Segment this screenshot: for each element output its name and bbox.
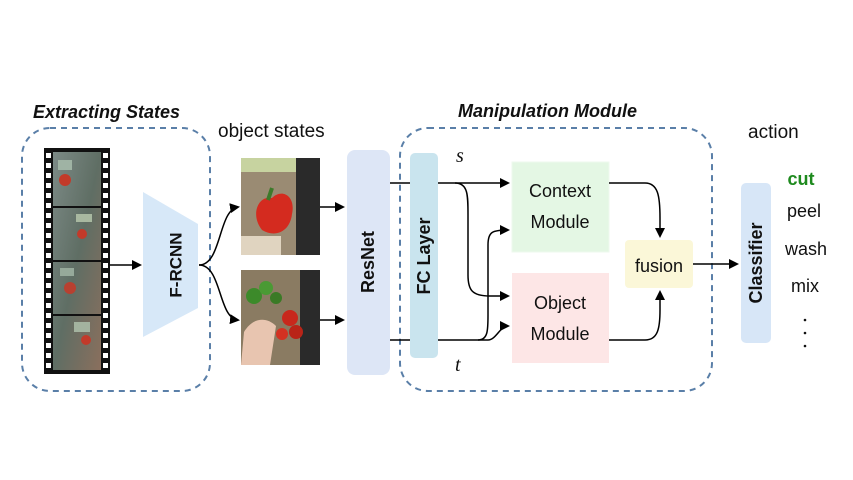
- object-module-label-line1: Object: [534, 293, 586, 313]
- fc-layer-block: [410, 153, 438, 358]
- frcnn-label: F-RCNN: [166, 232, 185, 297]
- arrow-context-to-fusion: [609, 182, 665, 238]
- resnet-label: ResNet: [358, 231, 378, 293]
- action-peel: peel: [787, 201, 821, 221]
- manipulation-module-title: Manipulation Module: [458, 101, 637, 121]
- context-module-label-line1: Context: [529, 181, 591, 201]
- arrow-object-to-fusion: [609, 290, 665, 341]
- context-module-label-line2: Module: [530, 212, 589, 232]
- arrow-t-to-context: [477, 225, 510, 341]
- t-label: t: [455, 354, 461, 376]
- object-states-label: object states: [218, 121, 325, 142]
- object-state-image-chopped: [241, 270, 320, 365]
- classifier-block: [741, 183, 771, 343]
- fusion-block: [625, 240, 693, 288]
- object-module-label-line2: Module: [530, 324, 589, 344]
- arrow-s-to-object: [454, 182, 510, 301]
- fusion-label: fusion: [635, 256, 683, 276]
- resnet-block: [347, 150, 390, 375]
- action-wash: wash: [784, 239, 827, 259]
- arrow-t-to-object: [487, 321, 510, 341]
- classifier-label: Classifier: [746, 222, 766, 303]
- action-label: action: [748, 122, 799, 143]
- frcnn-block: [143, 192, 198, 337]
- arrow-frcnn-to-state2: [198, 264, 240, 325]
- fc-layer-label: FC Layer: [414, 217, 434, 294]
- action-mix: mix: [791, 276, 819, 296]
- more-actions-ellipsis: [803, 318, 807, 348]
- arrow-frcnn-to-state1: [198, 203, 240, 266]
- object-state-image-pepper: [241, 158, 320, 255]
- video-filmstrip: [44, 148, 110, 374]
- object-module-block: [512, 273, 609, 363]
- action-cut: cut: [788, 169, 815, 189]
- s-label: s: [456, 145, 464, 167]
- extracting-states-title: Extracting States: [33, 102, 180, 122]
- context-module-block: [511, 161, 610, 253]
